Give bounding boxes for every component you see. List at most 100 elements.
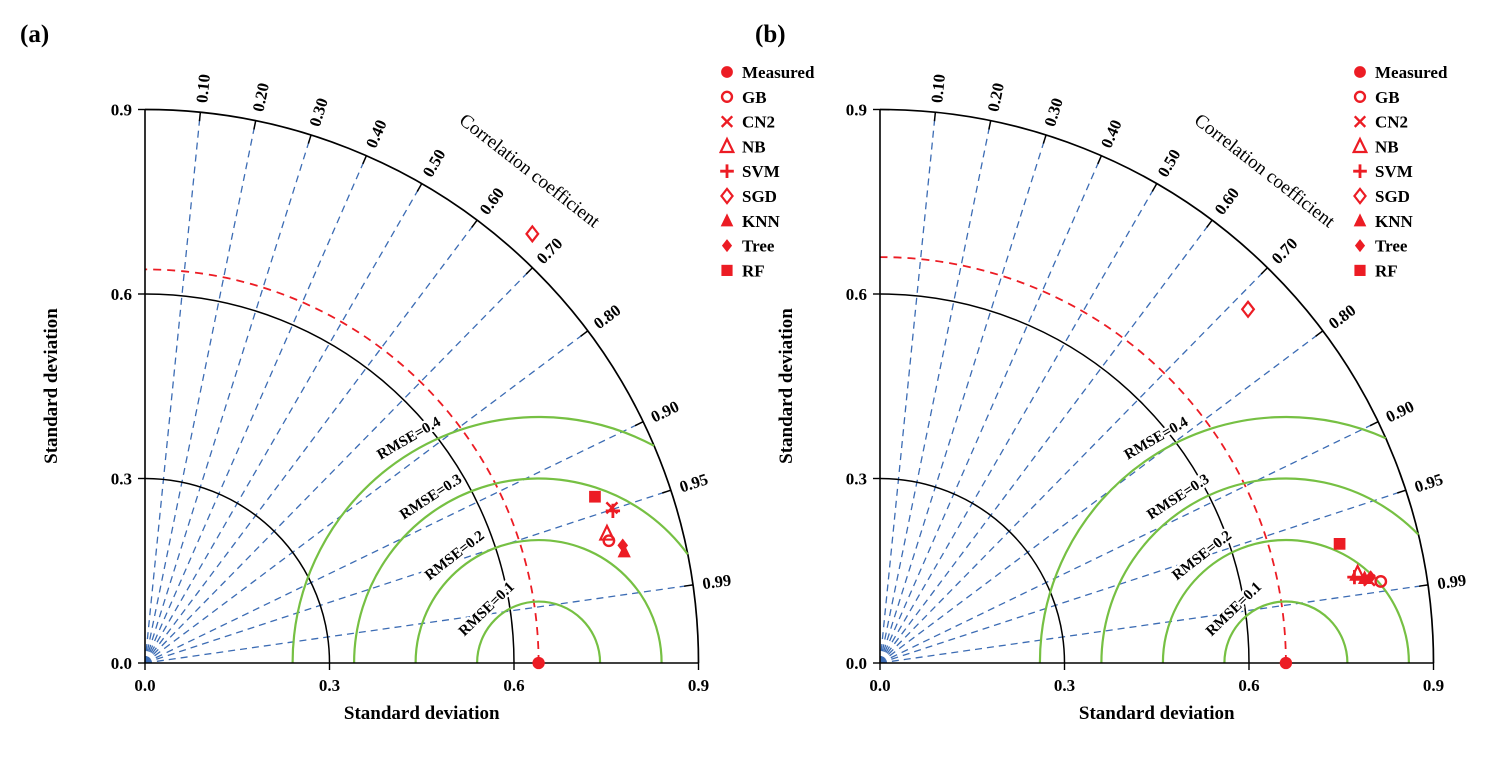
x-tick-label: 0.0 <box>134 676 155 695</box>
correlation-tick <box>634 421 644 427</box>
legend-marker-NB <box>718 136 736 154</box>
correlation-tick-label: 0.50 <box>419 146 450 181</box>
correlation-tick <box>1369 421 1379 427</box>
legend-item-RF: RF <box>1354 261 1398 280</box>
correlation-tick-label: 0.70 <box>1268 234 1302 268</box>
correlation-axis-label: Correlation coefficient <box>455 110 604 233</box>
point-SGD <box>525 224 540 244</box>
correlation-tick-label: 0.90 <box>1383 397 1417 427</box>
std-arc <box>144 293 515 664</box>
legend-marker-RF <box>1354 264 1366 276</box>
legend-item-SVM: SVM <box>720 162 780 181</box>
correlation-gridline <box>879 183 1158 664</box>
correlation-gridline <box>144 330 589 664</box>
rmse-arc-label: RMSE=0.4 <box>374 414 444 463</box>
rmse-arc <box>476 600 602 664</box>
point-RF <box>589 490 601 503</box>
x-tick-label: 0.3 <box>319 676 340 695</box>
legend-marker-CN2 <box>720 115 734 128</box>
legend-marker-RF <box>721 264 733 276</box>
legend-item-Tree: Tree <box>1354 237 1408 256</box>
correlation-tick-label: 0.30 <box>1040 96 1067 129</box>
y-tick-label: 0.0 <box>111 654 132 673</box>
correlation-tick <box>198 112 202 122</box>
y-axis-title: Standard deviation <box>41 308 62 464</box>
point-Tree <box>617 538 629 553</box>
correlation-tick <box>1151 183 1158 192</box>
legend-label: SVM <box>742 162 780 181</box>
std-arc <box>879 108 1435 664</box>
correlation-tick-label: 0.20 <box>249 81 273 113</box>
legend-item-SVM: SVM <box>1353 162 1413 181</box>
legend-label: SGD <box>742 187 777 206</box>
point-SVM <box>605 503 621 519</box>
point-KNN <box>1357 570 1372 584</box>
x-tick-label: 0.9 <box>688 676 709 695</box>
std-arc <box>879 293 1250 664</box>
correlation-tick <box>1397 489 1407 494</box>
std-arc <box>144 108 700 664</box>
legend-marker-Tree <box>1354 239 1366 253</box>
correlation-tick <box>362 155 368 165</box>
correlation-tick <box>307 134 312 144</box>
legend-label: KNN <box>742 212 781 231</box>
rmse-arc <box>1223 600 1349 664</box>
y-tick-label: 0.6 <box>111 285 132 304</box>
legend-marker-Measured <box>721 66 733 78</box>
rmse-arc <box>1038 415 1387 664</box>
correlation-tick <box>1260 267 1268 275</box>
panel-label: (b) <box>755 21 786 48</box>
legend-label: RF <box>742 261 765 280</box>
x-tick-label: 0.6 <box>1238 676 1259 695</box>
point-GB <box>602 534 616 548</box>
correlation-gridline <box>879 112 936 664</box>
correlation-gridline <box>144 112 201 664</box>
legend-marker-CN2 <box>1353 115 1367 128</box>
correlation-tick <box>416 183 423 192</box>
correlation-tick-label: 0.40 <box>1097 117 1126 151</box>
correlation-tick <box>1206 219 1213 228</box>
legend-label: RF <box>1375 261 1398 280</box>
legend-label: CN2 <box>1375 113 1408 132</box>
correlation-tick-label: 0.60 <box>1210 184 1243 218</box>
correlation-gridline <box>144 219 478 664</box>
correlation-gridline <box>144 489 672 664</box>
taylor-panel-b: RMSE=0.1RMSE=0.2RMSE=0.3RMSE=0.40.00.00.… <box>755 21 1467 724</box>
y-tick-label: 0.9 <box>111 101 132 120</box>
rmse-arc-label: RMSE=0.4 <box>1122 414 1192 463</box>
correlation-gridline <box>879 219 1213 664</box>
correlation-tick-label: 0.80 <box>590 300 624 333</box>
point-NB <box>598 523 616 541</box>
legend-marker-NB <box>1351 136 1369 154</box>
correlation-tick-label: 0.10 <box>192 73 214 104</box>
legend-item-Measured: Measured <box>1354 63 1448 82</box>
rmse-arc <box>291 415 655 664</box>
correlation-tick-label: 0.30 <box>305 96 332 129</box>
correlation-tick-label: 0.20 <box>984 81 1008 113</box>
correlation-gridline <box>144 134 312 664</box>
correlation-tick-label: 0.60 <box>475 184 508 218</box>
correlation-tick <box>1418 584 1429 587</box>
correlation-gridline <box>144 267 533 664</box>
legend-item-SGD: SGD <box>1353 187 1410 206</box>
correlation-gridline <box>144 120 257 664</box>
legend-marker-GB <box>720 90 734 103</box>
legend-label: Tree <box>1375 237 1408 256</box>
point-GB <box>1374 575 1388 588</box>
point-SGD <box>1240 300 1256 319</box>
correlation-tick <box>1315 330 1324 337</box>
point-KNN <box>617 543 631 558</box>
legend-label: GB <box>742 88 767 107</box>
correlation-tick-label: 0.99 <box>1436 570 1467 593</box>
correlation-gridline <box>879 421 1379 664</box>
legend-item-CN2: CN2 <box>1353 113 1408 132</box>
legend-marker-GB <box>1353 90 1367 103</box>
correlation-tick <box>253 120 257 130</box>
legend-marker-SVM <box>720 164 734 179</box>
correlation-gridline <box>879 584 1429 664</box>
correlation-tick <box>580 330 589 337</box>
